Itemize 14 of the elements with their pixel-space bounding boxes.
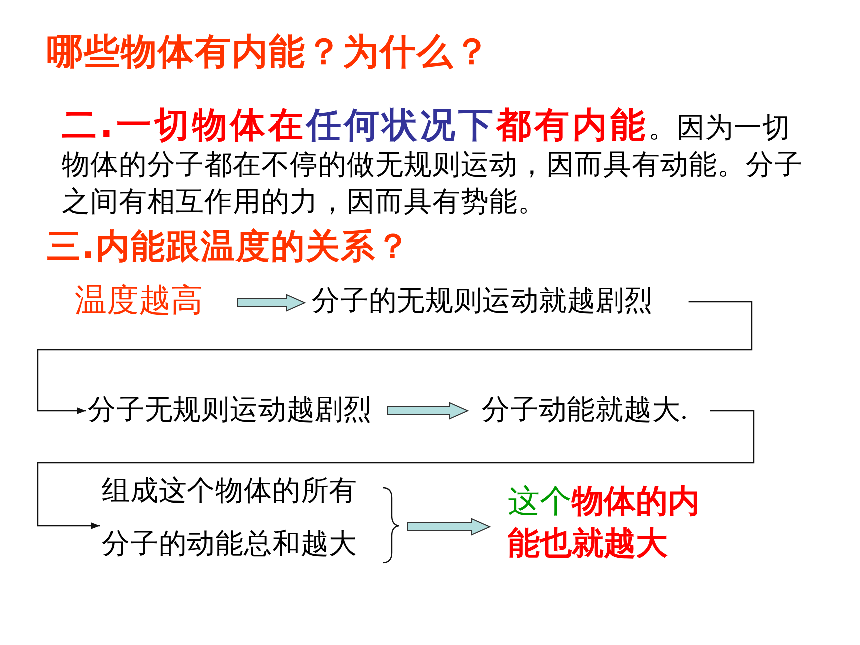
step-text: 温度越高 [75, 280, 203, 320]
elbow-arrow [37, 301, 753, 414]
step-text: 分子的无规则运动就越剧烈 [312, 284, 653, 320]
conclusion-text: 这个物体的内能也就越大 [508, 480, 708, 564]
block-arrow [388, 402, 470, 420]
step-text: 分子无规则运动越剧烈 [88, 393, 372, 429]
block-arrow [408, 518, 492, 536]
section-heading: 三.内能跟温度的关系？ [47, 227, 411, 267]
step-text: 分子动能就越大. [482, 393, 688, 429]
elbow-arrow [37, 410, 755, 530]
paragraph-text: 二.一切物体在任何状况下都有内能。因为一切物体的分子都在不停的做无规则运动，因而具有动能。分子之间有相互作用的力，因而具有势能。 [62, 108, 804, 220]
title: 哪些物体有内能？为什么？ [47, 31, 491, 74]
step-text: 组成这个物体的所有分子的动能总和越大 [102, 465, 364, 571]
block-arrow [238, 294, 306, 312]
